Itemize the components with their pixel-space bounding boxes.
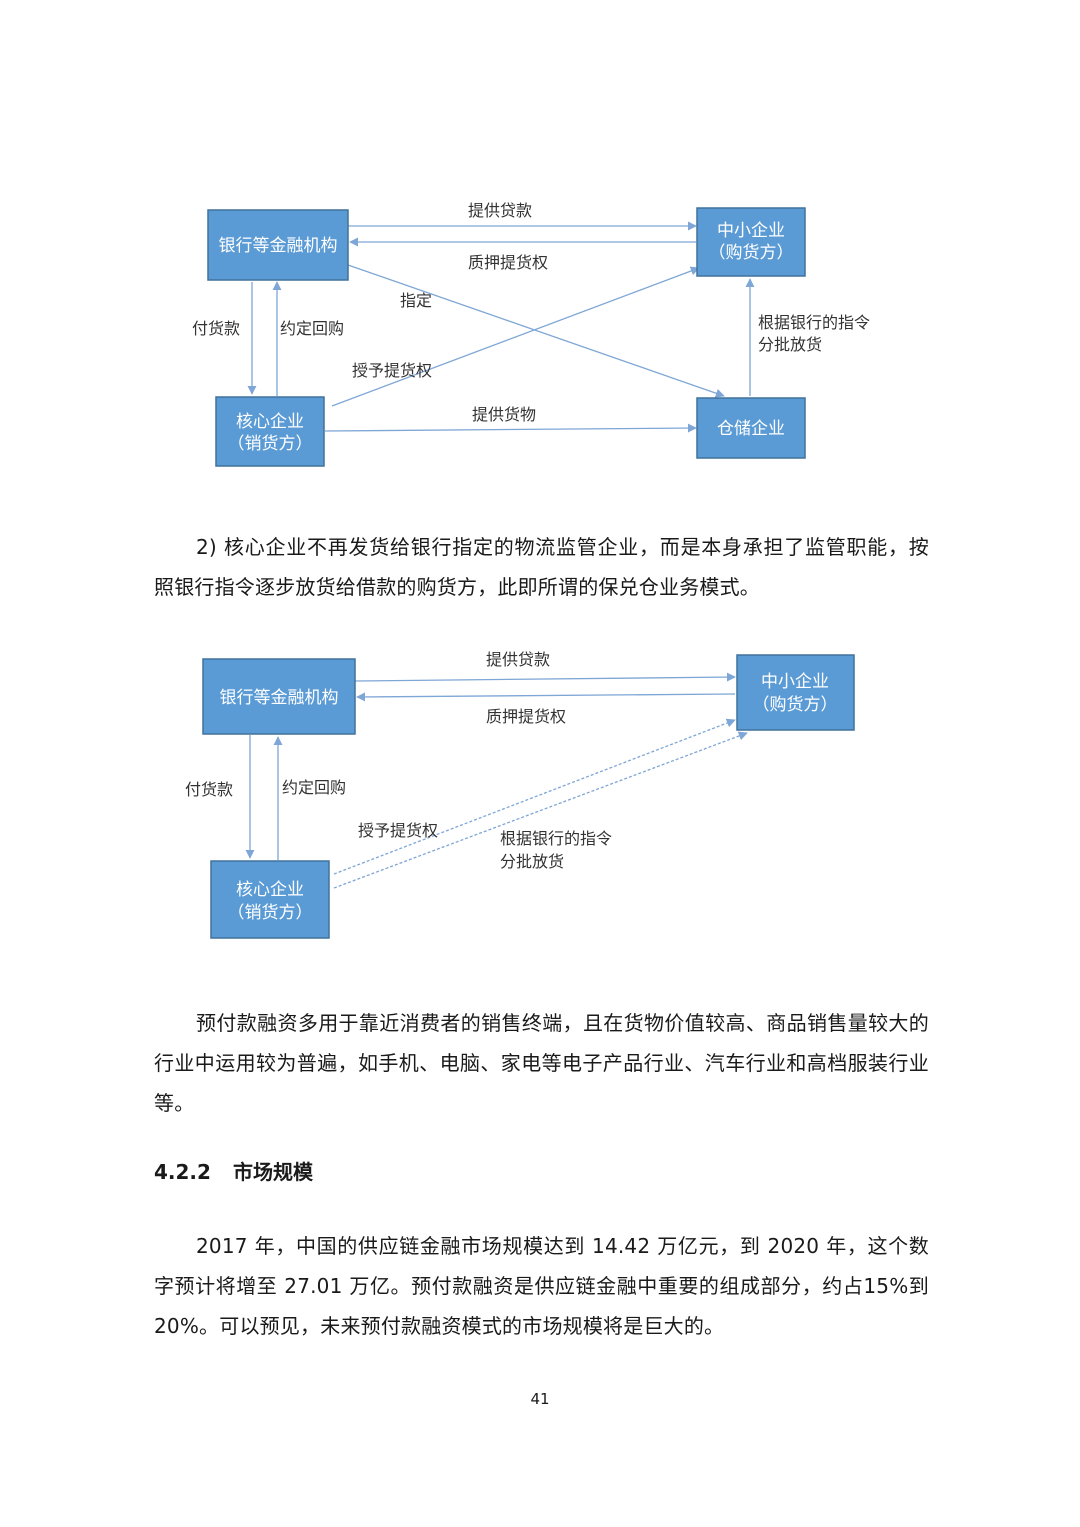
label-ship-goods: 提供货物 (472, 405, 536, 424)
box-sme-label-line1: 中小企业 (717, 221, 785, 241)
box-core-label-line2: （销货方） (228, 434, 313, 454)
box-warehouse: 仓储企业 (696, 397, 806, 459)
box-sme-label-line2: （购货方） (709, 243, 794, 263)
label-provide-loan: 提供贷款 (468, 201, 532, 220)
box-sme: 中小企业 （购货方） (696, 207, 806, 277)
label-release-line1: 根据银行的指令 (758, 313, 870, 332)
label2-pledge-rights: 质押提货权 (486, 707, 566, 726)
edge2-grant-rights (333, 718, 736, 875)
label-designate: 指定 (400, 291, 432, 310)
edge-grant-rights (331, 266, 700, 407)
box-warehouse-label: 仓储企业 (717, 419, 785, 439)
label-release-line2: 分批放货 (758, 335, 822, 354)
label2-grant-rights: 授予提货权 (358, 821, 438, 840)
label-pledge-rights: 质押提货权 (468, 253, 548, 272)
paragraph-2: 预付款融资多用于靠近消费者的销售终端，且在货物价值较高、商品销售量较大的行业中运… (154, 1011, 929, 1115)
label-buyback: 约定回购 (280, 319, 344, 338)
label2-provide-loan: 提供贷款 (486, 650, 550, 669)
flow-diagram-2: 提供贷款 质押提货权 付货款 约定回购 授予提货权 根据银行的指令 分批放货 银… (185, 650, 855, 939)
label2-release-line1: 根据银行的指令 (500, 829, 612, 848)
paragraph-3: 2017 年，中国的供应链金融市场规模达到 14.42 万亿元，到 2020 年… (154, 1234, 929, 1338)
edge-designate (347, 264, 725, 398)
box-core: 核心企业 （销货方） (215, 396, 325, 467)
box2-sme-label-line1: 中小企业 (761, 672, 829, 692)
edge2-release (333, 731, 748, 889)
paragraph-1: 2) 核心企业不再发货给银行指定的物流监管企业，而是本身承担了监管职能，按照银行… (154, 535, 929, 599)
edge-ship-goods (324, 423, 697, 433)
box-bank-label: 银行等金融机构 (219, 236, 338, 256)
label-pay: 付货款 (192, 319, 240, 338)
box2-bank-label: 银行等金融机构 (220, 688, 339, 708)
box2-core: 核心企业 （销货方） (210, 860, 330, 939)
label2-buyback: 约定回购 (282, 778, 346, 797)
flow-diagram-1: 提供贷款 质押提货权 指定 付货款 约定回购 授予提货权 提供货物 根据银行的指… (192, 201, 870, 467)
label2-pay: 付货款 (185, 780, 233, 799)
label-grant-rights: 授予提货权 (352, 361, 432, 380)
page-number: 41 (530, 1390, 550, 1408)
box2-sme: 中小企业 （购货方） (736, 654, 855, 731)
section-number: 4.2.2 (154, 1160, 211, 1184)
edge2-provide-loan (354, 672, 736, 682)
box2-core-label-line2: （销货方） (228, 903, 313, 923)
section-title: 市场规模 (232, 1160, 313, 1184)
box-core-label-line1: 核心企业 (236, 412, 304, 432)
box2-bank: 银行等金融机构 (202, 658, 356, 735)
box2-sme-label-line2: （购货方） (753, 695, 838, 715)
label2-release-line2: 分批放货 (500, 852, 564, 871)
edge2-pledge-rights (356, 692, 736, 702)
box2-core-label-line1: 核心企业 (236, 880, 304, 900)
box-bank: 银行等金融机构 (207, 209, 349, 281)
section-heading: 4.2.2 市场规模 (154, 1152, 313, 1192)
